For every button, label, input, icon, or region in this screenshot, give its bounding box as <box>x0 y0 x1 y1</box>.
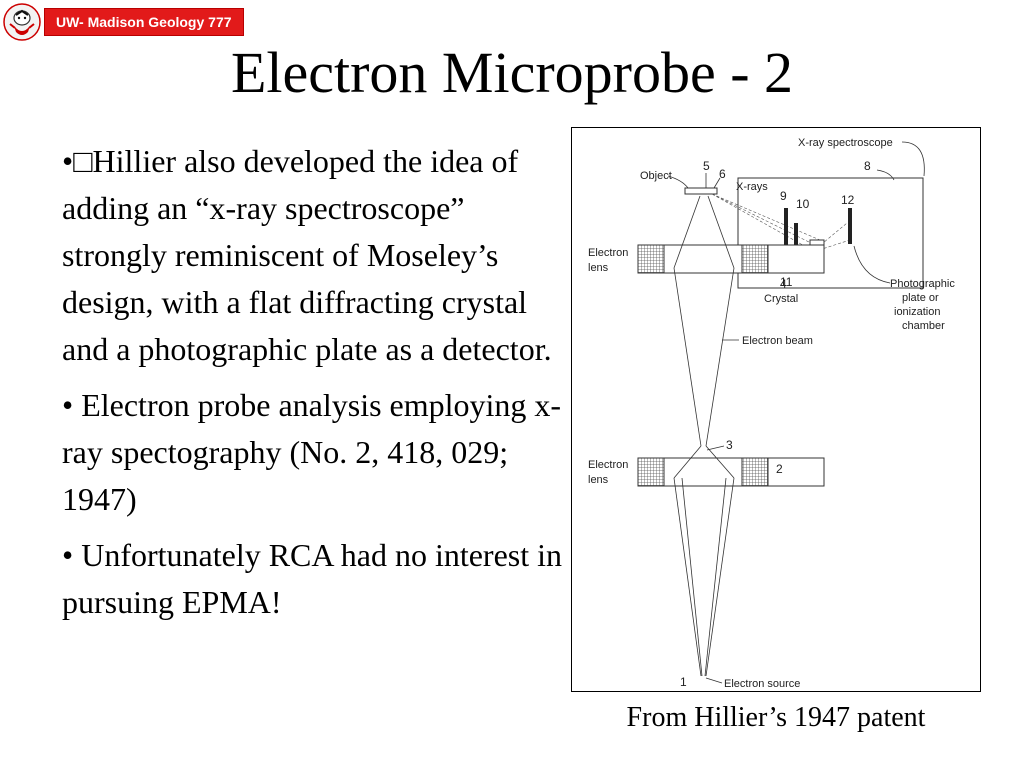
electron-beam <box>673 195 735 677</box>
spectroscope-box <box>737 177 924 289</box>
label-electron-lens-top: Electron <box>588 247 628 259</box>
ref-number: 6 <box>719 167 726 181</box>
label-photographic-plate: chamber <box>902 320 945 332</box>
object-stage <box>684 187 718 195</box>
ref-number: 4 <box>780 277 787 291</box>
slide-title: Electron Microprobe - 2 <box>230 40 794 105</box>
leader-line <box>706 445 725 451</box>
ref-number: 12 <box>841 193 855 207</box>
bullet-item: • Electron probe analysis employing x-ra… <box>62 387 562 517</box>
label-electron-source: Electron source <box>724 678 800 690</box>
label-crystal: Crystal <box>764 293 798 305</box>
bullet-list: •□Hillier also developed the idea of add… <box>62 138 562 626</box>
label-photographic-plate: ionization <box>894 306 940 318</box>
bullet-item: • Unfortunately RCA had no interest in p… <box>62 537 563 620</box>
photographic-plate-12 <box>848 208 852 244</box>
leader-line <box>713 177 721 189</box>
label-xray-spectroscope: X-ray spectroscope <box>798 137 893 149</box>
label-electron-lens-bottom: lens <box>588 474 609 486</box>
label-photographic-plate: Photographic <box>890 278 955 290</box>
slit-9 <box>784 208 788 250</box>
leader-line <box>853 245 891 284</box>
electron-lens-bottom <box>637 457 825 487</box>
label-photographic-plate: plate or <box>902 292 939 304</box>
label-electron-beam: Electron beam <box>742 335 813 347</box>
ref-number: 10 <box>796 197 810 211</box>
patent-diagram: X-ray spectroscope Object X-rays Electro… <box>588 137 955 690</box>
bullet-item: •□Hillier also developed the idea of add… <box>62 143 552 367</box>
label-object: Object <box>640 170 672 182</box>
slit-10 <box>794 223 798 255</box>
uw-badger-logo <box>2 2 42 42</box>
leader-line <box>876 169 895 181</box>
leader-line <box>901 141 925 177</box>
ref-number: 1 <box>680 675 687 689</box>
ref-number: 5 <box>703 159 710 173</box>
figure-caption: From Hillier’s 1947 patent <box>626 702 926 733</box>
label-electron-lens-top: lens <box>588 262 609 274</box>
label-xrays: X-rays <box>736 181 768 193</box>
ref-number: 11 <box>780 275 793 289</box>
leader-line <box>667 175 689 189</box>
ref-number: 8 <box>864 159 871 173</box>
ref-number: 3 <box>726 438 733 452</box>
patent-figure: X-ray spectroscope Object X-rays Electro… <box>571 127 981 692</box>
leader-line <box>705 677 723 684</box>
course-badge: UW- Madison Geology 777 <box>44 8 244 36</box>
ref-number: 9 <box>780 189 787 203</box>
ref-number: 2 <box>776 462 783 476</box>
label-electron-lens-bottom: Electron <box>588 459 628 471</box>
